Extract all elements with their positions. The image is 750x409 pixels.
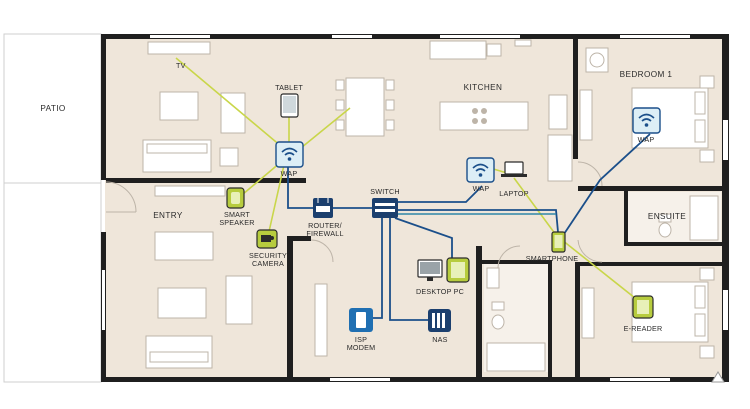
wap-bedroom-label: WAP <box>638 135 655 144</box>
entry-furniture <box>145 185 328 369</box>
tv-device: TV <box>176 61 186 70</box>
corner-marker <box>711 371 725 383</box>
wap-kitchen-label: WAP <box>473 184 490 193</box>
isp-modem-label-2: MODEM <box>347 343 376 352</box>
wap-living: WAP <box>275 141 304 178</box>
switch-device: SWITCH <box>370 187 400 218</box>
laptop-icon <box>504 161 524 175</box>
ensuite-label: ENSUITE <box>648 212 686 221</box>
security-camera-label-1: SECURITY <box>249 251 287 260</box>
wap-bedroom: WAP <box>632 107 661 144</box>
wifi-icon <box>466 157 495 183</box>
interior-walls <box>106 39 722 377</box>
laptop-device: LAPTOP <box>499 161 529 198</box>
wifi-icon <box>275 141 304 168</box>
floor <box>105 38 723 378</box>
smartphone-label: SMARTPHONE <box>526 254 579 263</box>
e-reader-device: E-READER <box>624 295 663 333</box>
security-camera-label-2: CAMERA <box>252 259 284 268</box>
switch-label: SWITCH <box>370 187 400 196</box>
smart-speaker-device: SMART SPEAKER <box>219 187 254 227</box>
router-label-2: FIREWALL <box>306 229 343 238</box>
nas-label: NAS <box>432 335 447 344</box>
smart-speaker-label-1: SMART <box>224 210 250 219</box>
tv-label: TV <box>176 61 186 70</box>
kitchen-label: KITCHEN <box>464 83 503 92</box>
isp-modem-label-1: ISP <box>355 335 367 344</box>
isp-modem-device: ISP MODEM <box>347 308 376 352</box>
door-swings <box>105 161 603 269</box>
windows <box>102 35 728 381</box>
security-camera-device: SECURITY CAMERA <box>249 229 287 268</box>
wap-kitchen: WAP <box>466 157 495 193</box>
router-device: ROUTER/ FIREWALL <box>306 198 343 238</box>
e-reader-label: E-READER <box>624 324 663 333</box>
smartphone-device: SMARTPHONE <box>526 231 579 263</box>
entry-label: ENTRY <box>153 211 183 220</box>
laptop-label: LAPTOP <box>499 189 528 198</box>
desktop-pc-device: DESKTOP PC <box>416 257 470 296</box>
bathroom-fixtures <box>486 195 719 372</box>
wap-living-label: WAP <box>281 169 298 178</box>
smart-speaker-label-2: SPEAKER <box>219 218 254 227</box>
wifi-icon <box>632 107 661 134</box>
switch-icon <box>372 198 398 218</box>
desktop-pc-label: DESKTOP PC <box>416 287 464 296</box>
ethernet-links <box>287 133 651 321</box>
kitchen-furniture <box>335 39 573 182</box>
bedroom1-label: BEDROOM 1 <box>620 70 673 79</box>
patio-label: PATIO <box>40 104 65 113</box>
nas-device: NAS <box>428 309 451 344</box>
patio-area: PATIO <box>3 33 102 383</box>
bedroom-furniture <box>579 47 715 359</box>
tablet-device: TABLET <box>275 83 303 118</box>
router-label-1: ROUTER/ <box>308 221 342 230</box>
tablet-label: TABLET <box>275 83 303 92</box>
